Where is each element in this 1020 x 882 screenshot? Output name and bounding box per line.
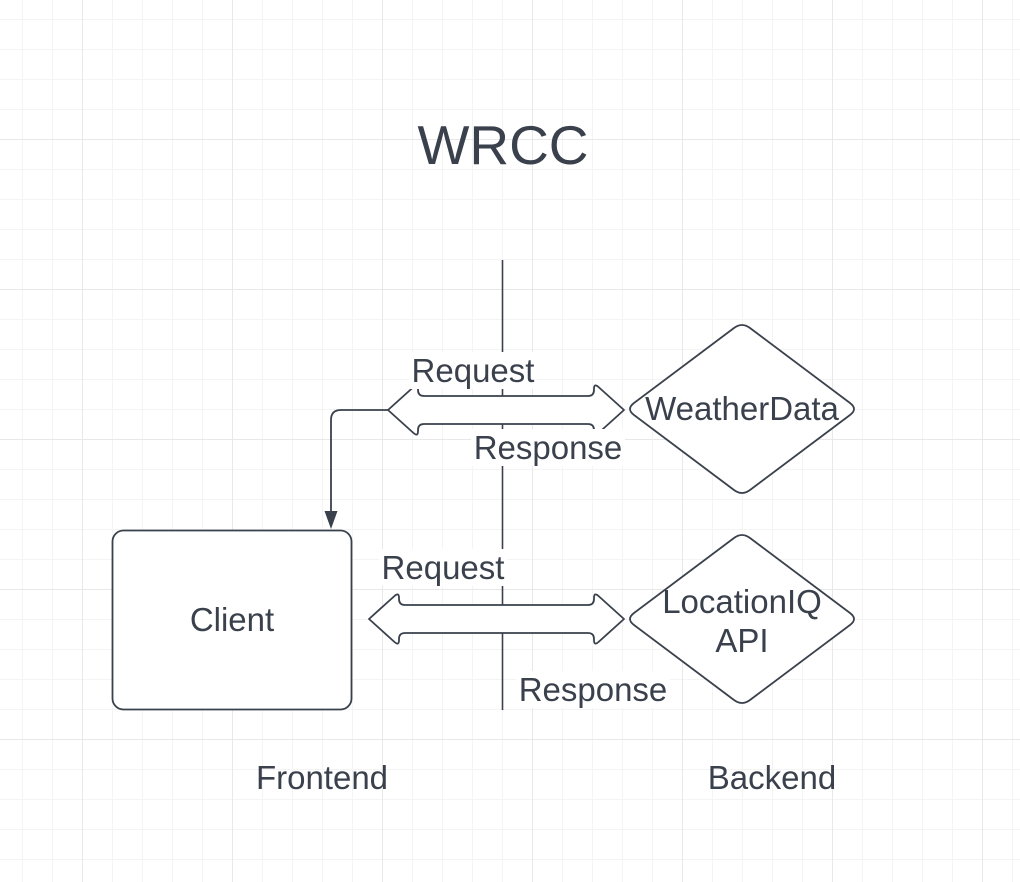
backend-zone-label[interactable]: Backend [707, 759, 837, 796]
weatherdata-node-label[interactable]: WeatherData [645, 390, 839, 427]
weatherdata-node-shape[interactable] [629, 324, 855, 494]
client-locationiq-double-arrow[interactable] [368, 593, 625, 645]
connector-arrowhead-icon [324, 511, 338, 529]
frontend-zone-label[interactable]: Frontend [255, 759, 389, 796]
client-weatherdata-double-arrow[interactable] [387, 384, 625, 436]
locationiq-node-label[interactable]: LocationIQ API [662, 583, 822, 659]
client-node-label[interactable]: Client [189, 601, 275, 638]
connector-elbow-line [330, 409, 388, 512]
locationiq-request-label[interactable]: Request [343, 549, 543, 587]
weatherdata-response-label[interactable]: Response [448, 429, 648, 467]
locationiq-node-shape[interactable] [629, 534, 855, 704]
diagram-title-text: WRCC [417, 114, 589, 176]
weatherdata-request-label[interactable]: Request [373, 352, 573, 390]
weatherdata-arrow-to-client-connector[interactable] [324, 409, 389, 529]
diagram-title[interactable]: WRCC [353, 113, 653, 177]
locationiq-response-label[interactable]: Response [493, 671, 693, 709]
client-node-shape[interactable] [111, 529, 353, 711]
